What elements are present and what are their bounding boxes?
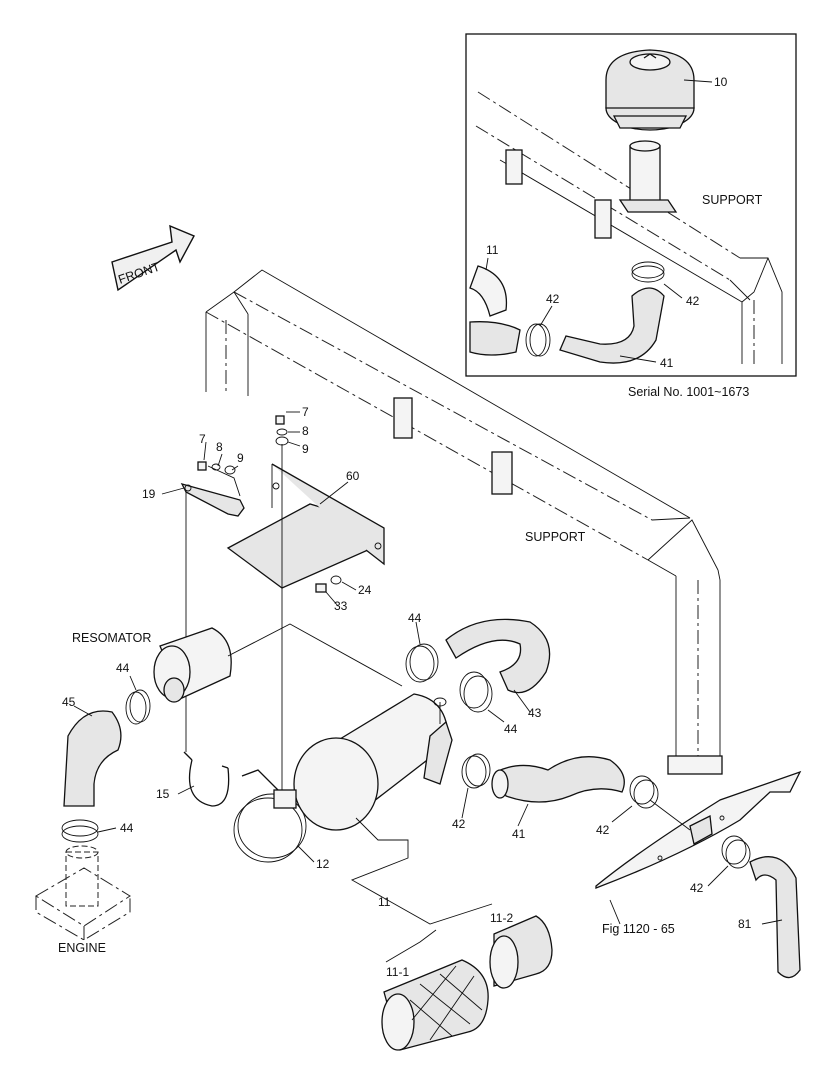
callout-8-top: 8 <box>302 424 309 438</box>
air-cleaner <box>293 693 453 831</box>
resomator-label: RESOMATOR <box>72 631 151 645</box>
support-main-label: SUPPORT <box>525 530 586 544</box>
callout-41-main: 41 <box>512 827 526 841</box>
inset-hose <box>469 261 665 364</box>
callout-19: 19 <box>142 487 156 501</box>
callout-11-1: 11-1 <box>386 965 409 979</box>
inner-filter-11-2 <box>489 915 553 989</box>
bolt-33-24 <box>315 575 342 593</box>
band-12 <box>233 769 307 863</box>
hose-43 <box>405 618 551 713</box>
callout-7-left: 7 <box>199 432 206 446</box>
bolts-7-8-9-left <box>197 461 241 497</box>
callout-11-2: 11-2 <box>490 911 513 925</box>
hose-41 <box>461 753 659 809</box>
callout-42-inset-b: 42 <box>686 294 700 308</box>
callout-9-top: 9 <box>302 442 309 456</box>
callout-8-left: 8 <box>216 440 223 454</box>
main-support-frame <box>205 269 723 775</box>
callout-10: 10 <box>714 75 728 89</box>
callout-33: 33 <box>334 599 348 613</box>
panel-fig-1120-65 <box>595 770 802 889</box>
band-15 <box>183 751 230 807</box>
inset-panel <box>465 33 797 377</box>
callout-7-top: 7 <box>302 405 309 419</box>
text-labels: FRONT SUPPORT SUPPORT RESOMATOR ENGINE S… <box>58 75 763 979</box>
callout-44-upper: 44 <box>408 611 422 625</box>
support-inset-label: SUPPORT <box>702 193 763 207</box>
callout-9-left: 9 <box>237 451 244 465</box>
callout-42-lower-b: 42 <box>596 823 610 837</box>
outer-filter-11-1 <box>381 959 489 1051</box>
callout-42-lower-c: 42 <box>690 881 704 895</box>
hose-45 <box>61 689 151 843</box>
callout-44-engine: 44 <box>120 821 134 835</box>
callout-42-lower-a: 42 <box>452 817 466 831</box>
callout-60: 60 <box>346 469 360 483</box>
callout-44-resonator: 44 <box>116 661 130 675</box>
precleaner-cap <box>605 49 695 131</box>
callout-11-inset: 11 <box>486 243 499 257</box>
callout-11: 11 <box>378 895 391 909</box>
callout-81: 81 <box>738 917 752 931</box>
callout-42-inset-a: 42 <box>546 292 560 306</box>
callout-41-inset: 41 <box>660 356 674 370</box>
engine-block <box>35 845 131 941</box>
callout-45: 45 <box>62 695 76 709</box>
hose-81 <box>721 835 801 979</box>
callout-15: 15 <box>156 787 170 801</box>
inset-tube <box>618 140 678 213</box>
serial-label: Serial No. 1001~1673 <box>628 385 749 399</box>
bracket-60 <box>226 463 385 589</box>
bracket-19 <box>180 482 245 517</box>
leader-lines <box>73 411 783 925</box>
inset-border <box>465 33 797 377</box>
callout-12: 12 <box>316 857 330 871</box>
callout-44-mid: 44 <box>504 722 518 736</box>
fig-ref-label: Fig 1120 - 65 <box>602 922 675 936</box>
callout-43: 43 <box>528 706 542 720</box>
inset-support-frame <box>475 91 783 364</box>
bolts-7-8-9-top <box>275 415 289 446</box>
resonator <box>153 627 232 703</box>
front-arrow <box>111 224 195 292</box>
callout-24: 24 <box>358 583 372 597</box>
engine-label: ENGINE <box>58 941 106 955</box>
